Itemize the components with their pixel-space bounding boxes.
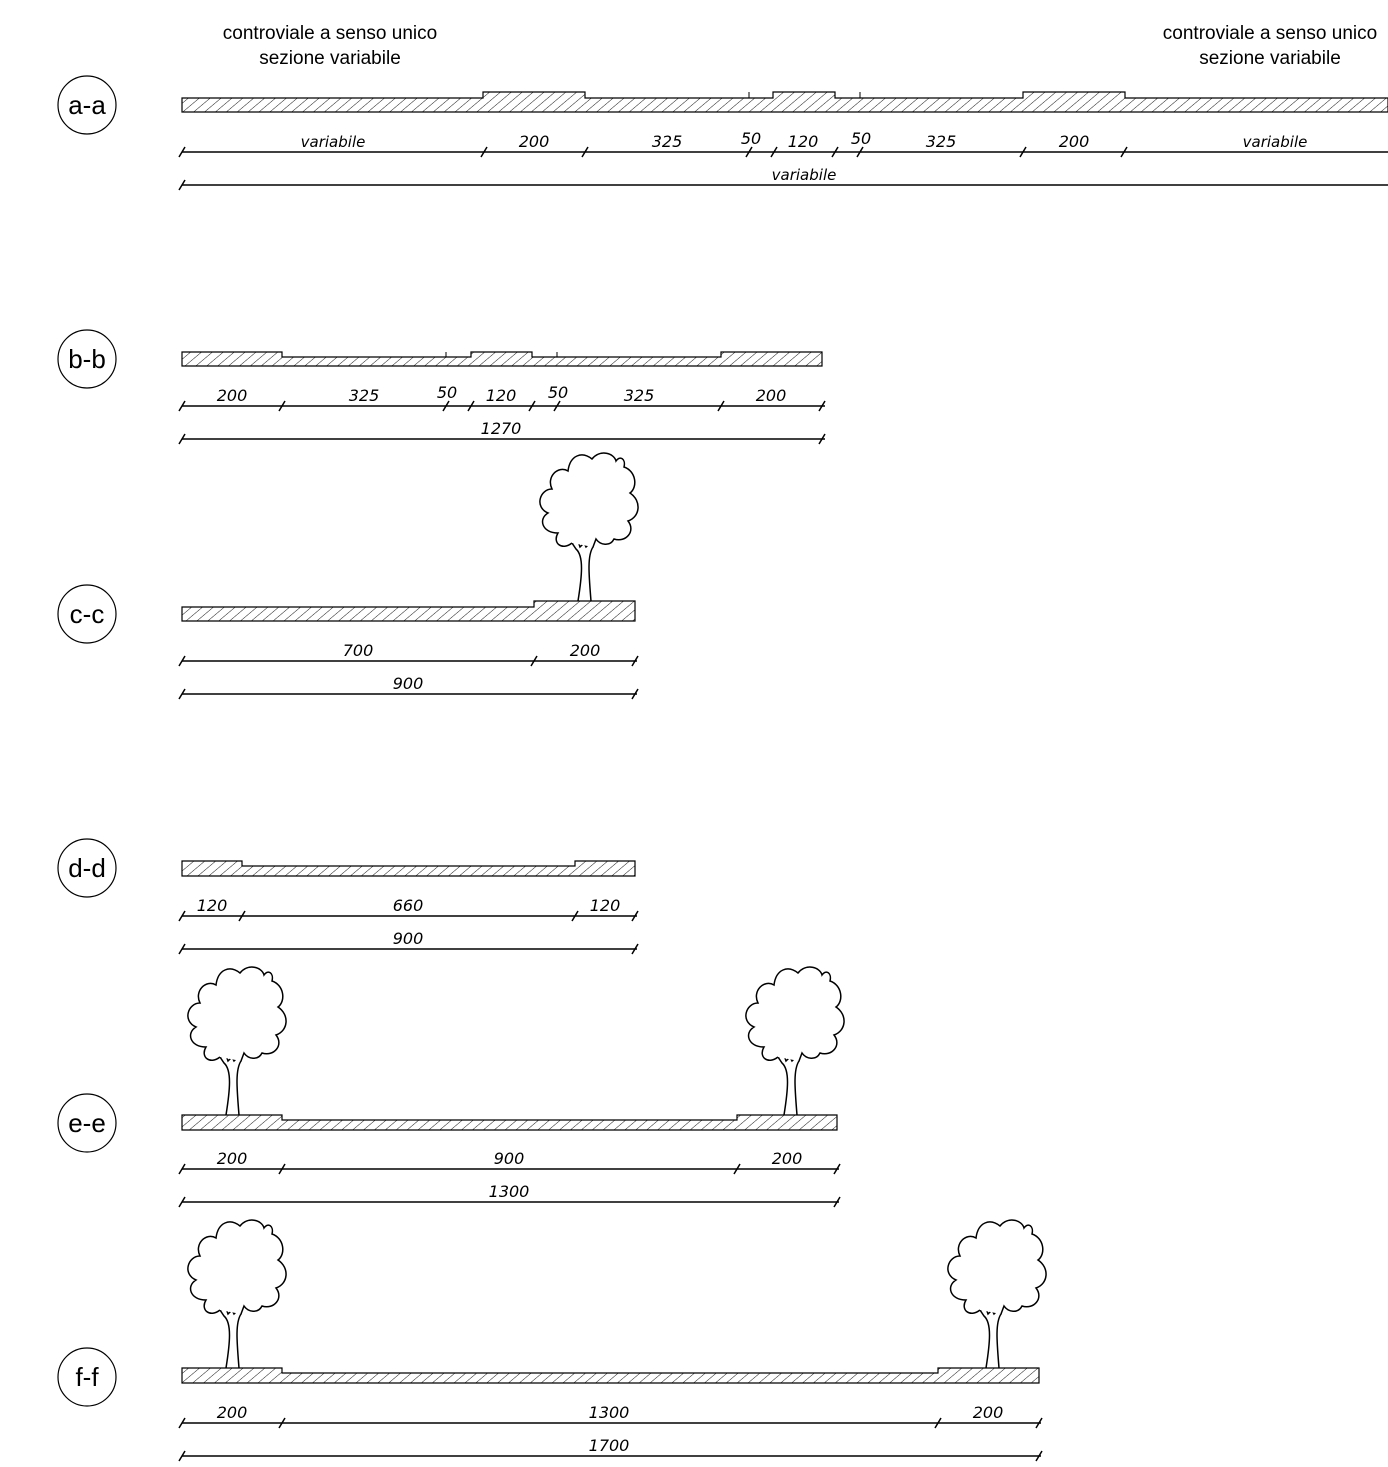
dim-label: 120	[197, 896, 228, 915]
section-label-f-f: f-f	[75, 1362, 99, 1392]
section-label-circle	[57, 75, 117, 135]
dim-label: 50	[548, 383, 568, 402]
dim-label: 325	[926, 132, 957, 151]
road-profile-d-d	[181, 860, 636, 877]
dim-label: 200	[570, 641, 601, 660]
dim-label: 120	[486, 386, 517, 405]
dim-label: 325	[624, 386, 655, 405]
tree-icon	[539, 452, 639, 602]
section-label-e-e: e-e	[68, 1108, 106, 1138]
total-dim-label: 900	[393, 929, 424, 948]
tree-icon	[187, 1219, 287, 1369]
dim-label: 120	[788, 132, 819, 151]
section-c-c: c-c 700 200 900	[57, 452, 639, 700]
total-dim-label: 1300	[489, 1182, 530, 1201]
dim-label: 660	[393, 896, 424, 915]
section-label-circle	[57, 1347, 117, 1407]
dim-label: 200	[1059, 132, 1090, 151]
dim-label: 50	[851, 129, 871, 148]
header-right-line2: sezione variabile	[1199, 48, 1341, 69]
section-a-a: a-a variabile 200 325 50 120 50 325 200 …	[57, 75, 1388, 191]
tree-icon	[947, 1219, 1047, 1369]
section-label-circle	[57, 329, 117, 389]
total-dim-label: 1270	[481, 419, 522, 438]
total-dim-label: 1700	[589, 1436, 630, 1455]
dim-label: 200	[519, 132, 550, 151]
tree-icon	[745, 966, 845, 1116]
dim-label: 700	[343, 641, 374, 660]
dim-label: 200	[772, 1149, 803, 1168]
header-label-right: controviale a senso unico sezione variab…	[1130, 21, 1388, 71]
dim-label: 200	[217, 386, 248, 405]
dim-label: 1300	[589, 1403, 630, 1422]
section-b-b: b-b 200 325 50 120 50 325 200 1270	[57, 329, 826, 445]
header-label-left: controviale a senso unico sezione variab…	[190, 21, 470, 71]
section-e-e: e-e 200 900 200 1300	[57, 966, 845, 1208]
dim-label: variabile	[301, 133, 366, 151]
section-d-d: d-d 120 660 120 900	[57, 838, 639, 955]
header-right-line1: controviale a senso unico	[1162, 23, 1378, 44]
tree-icon	[187, 966, 287, 1116]
dim-label: 900	[494, 1149, 525, 1168]
road-profile-c-c	[181, 600, 636, 622]
road-profile-a-a	[181, 91, 1388, 113]
dim-label: 200	[217, 1149, 248, 1168]
road-profile-f-f	[181, 1367, 1040, 1384]
dim-label: 50	[437, 383, 457, 402]
total-dim-label: variabile	[772, 166, 837, 184]
header-left-line2: sezione variabile	[259, 48, 401, 69]
dim-label: 200	[973, 1403, 1004, 1422]
section-label-circle	[57, 838, 117, 898]
dim-label: 200	[756, 386, 787, 405]
road-profile-b-b	[181, 351, 823, 367]
road-profile-e-e	[181, 1114, 838, 1131]
section-label-b-b: b-b	[68, 344, 106, 374]
dim-label: 50	[741, 129, 761, 148]
section-label-a-a: a-a	[68, 90, 106, 120]
dim-label: 325	[652, 132, 683, 151]
section-label-c-c: c-c	[70, 599, 105, 629]
total-dim-label: 900	[393, 674, 424, 693]
section-label-d-d: d-d	[68, 853, 106, 883]
dim-label: variabile	[1243, 133, 1308, 151]
section-label-circle	[57, 584, 117, 644]
dim-label: 325	[349, 386, 380, 405]
header-left-line1: controviale a senso unico	[222, 23, 438, 44]
dim-label: 120	[590, 896, 621, 915]
section-label-circle	[57, 1093, 117, 1153]
section-f-f: f-f 200 1300 200 1700	[57, 1219, 1047, 1462]
dim-label: 200	[217, 1403, 248, 1422]
